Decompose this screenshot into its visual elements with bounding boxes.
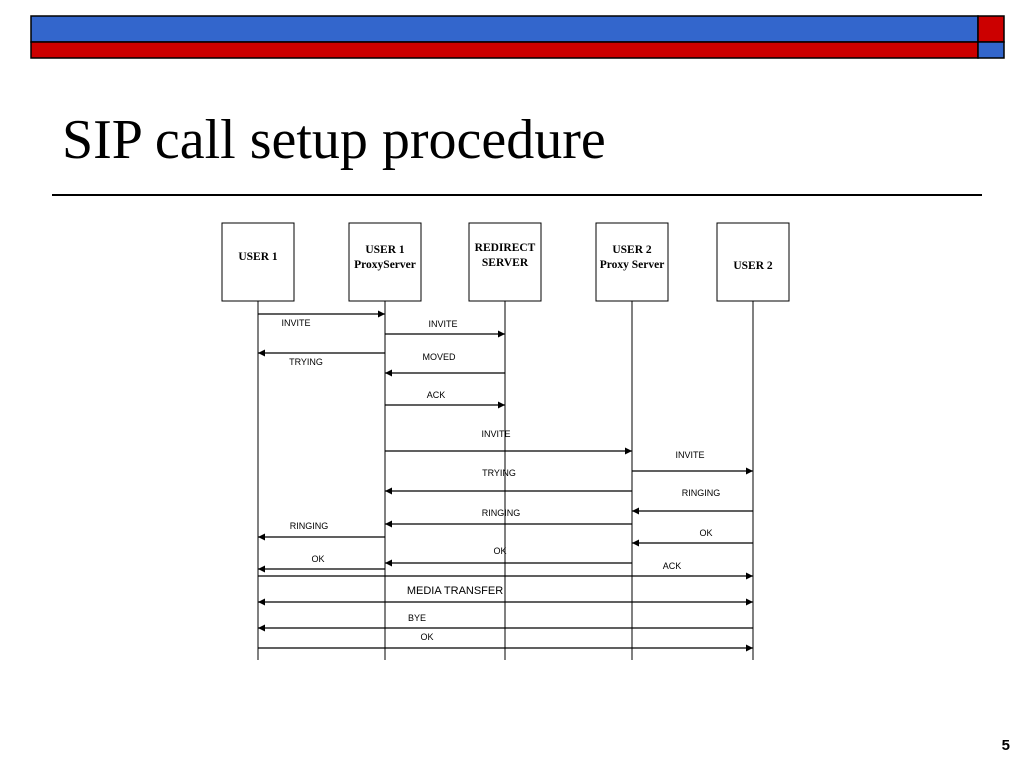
participant-label-user2-proxy: Proxy Server (600, 259, 665, 271)
message-label: INVITE (281, 318, 310, 328)
message-label: ACK (427, 390, 446, 400)
participant-label-user2: USER 2 (733, 260, 773, 272)
participant-label-user1-proxy: USER 1 (365, 244, 405, 256)
message-arrowhead (746, 598, 753, 606)
message-arrowhead (632, 539, 639, 547)
message-arrowhead (625, 447, 632, 455)
message-arrowhead (385, 369, 392, 377)
message-label: RINGING (290, 521, 329, 531)
message-arrowhead (746, 644, 753, 652)
participant-box-user2-proxy (595, 222, 669, 302)
participant-box-redirect-server (468, 222, 542, 302)
title-underline (52, 194, 982, 196)
message-arrowhead (385, 559, 392, 567)
message-arrowhead (498, 401, 505, 409)
message-arrowhead (746, 467, 753, 475)
participant-box-user1-proxy (348, 222, 422, 302)
message-arrowhead (378, 310, 385, 318)
message-label: OK (420, 632, 433, 642)
message-label: INVITE (428, 319, 457, 329)
message-arrowhead (385, 520, 392, 528)
participant-label-user1-proxy: ProxyServer (354, 259, 416, 271)
message-label: OK (311, 554, 324, 564)
banner-red-square (977, 15, 1005, 43)
message-arrowhead (258, 598, 265, 606)
page-number: 5 (1001, 737, 1010, 754)
message-label: TRYING (289, 357, 323, 367)
message-label: MEDIA TRANSFER (407, 585, 503, 597)
participant-label-user2-proxy: USER 2 (612, 244, 652, 256)
message-label: TRYING (482, 468, 516, 478)
participant-label-redirect-server: REDIRECT (475, 242, 536, 254)
banner-blue-bar (30, 15, 979, 43)
participant-label-user1: USER 1 (238, 251, 278, 263)
message-arrowhead (746, 572, 753, 580)
participant-label-redirect-server: SERVER (482, 257, 529, 269)
message-label: RINGING (682, 488, 721, 498)
page-title: SIP call setup procedure (62, 109, 606, 171)
participant-box-user2 (716, 222, 790, 302)
message-arrowhead (385, 487, 392, 495)
message-arrowhead (498, 330, 505, 338)
message-label: OK (699, 528, 712, 538)
message-arrowhead (632, 507, 639, 515)
message-arrowhead (258, 624, 265, 632)
message-label: INVITE (481, 429, 510, 439)
banner-blue-square (977, 41, 1005, 59)
title-banner (30, 15, 1005, 59)
message-arrowhead (258, 565, 265, 573)
participant-box-user1 (221, 222, 295, 302)
message-arrowhead (258, 349, 265, 357)
message-label: OK (493, 546, 506, 556)
message-label: INVITE (675, 450, 704, 460)
message-label: RINGING (482, 508, 521, 518)
message-label: ACK (663, 561, 682, 571)
message-label: MOVED (422, 352, 456, 362)
message-arrowhead (258, 533, 265, 541)
message-label: BYE (408, 613, 426, 623)
